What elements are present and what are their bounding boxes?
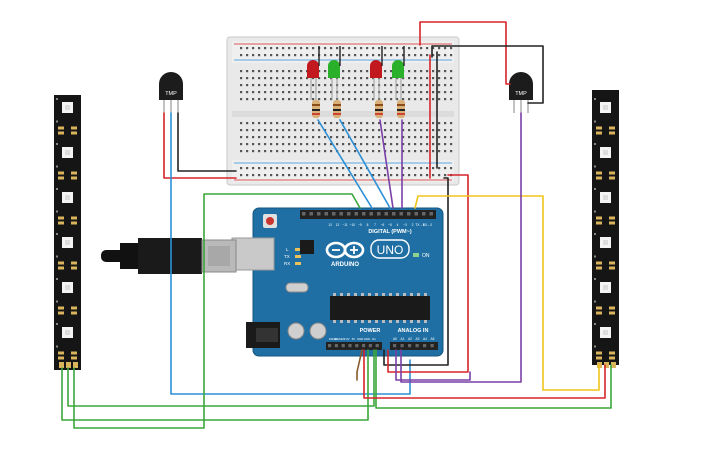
board-model-label: UNO (377, 243, 404, 257)
wire-purple-analog (395, 349, 471, 381)
led-strip-right (592, 90, 619, 368)
digital-header-label: DIGITAL (PWM~) (368, 229, 412, 235)
analog-pin-label: A1 (401, 337, 405, 341)
wire-blue-led1 (317, 119, 373, 209)
analog-pin-label: A0 (393, 337, 397, 341)
wire-red-left-sensor (163, 112, 237, 179)
wire-red-right (387, 174, 469, 373)
red-led (370, 60, 382, 78)
analog-header-label: ANALOG IN (398, 328, 429, 334)
digital-pin-label: 12 (336, 223, 340, 227)
power-pin-label: 5V (352, 337, 356, 341)
breadboard (226, 36, 460, 186)
power-led (413, 253, 419, 257)
analog-pin-label: A3 (416, 337, 420, 341)
digital-pin-label: ~5 (388, 223, 392, 227)
wire-black-left-sensor (177, 112, 237, 172)
tx-led-label: TX (284, 254, 290, 259)
power-pin-label: 3.3V (344, 337, 350, 341)
wire-yellow (414, 195, 600, 391)
digital-pin-label: ~6 (381, 223, 385, 227)
wire-red-strip-right (363, 349, 606, 399)
power-pin-label: GND (357, 337, 363, 341)
rx-led-label: RX (284, 261, 290, 266)
digital-pin-label: 8 (367, 223, 369, 227)
red-led (307, 60, 319, 78)
wire-blue-left-sensor (170, 112, 411, 395)
temp-sensor-right: TMP (509, 72, 533, 113)
power-pin-label: IOREF (329, 337, 338, 341)
wire-red-top (419, 21, 511, 85)
led-group (307, 46, 405, 118)
wire-purple-led3 (379, 119, 394, 209)
power-pin-label: RESET (335, 337, 345, 341)
arduino-logo (325, 241, 365, 259)
microcontroller-chip (330, 296, 430, 320)
green-led (328, 60, 340, 78)
digital-pin-label: 4 (397, 223, 399, 227)
analog-pin-label: A4 (423, 337, 427, 341)
digital-pin-label: 7 (374, 223, 376, 227)
analog-pin-label: A5 (431, 337, 435, 341)
analog-pin-label: A2 (408, 337, 412, 341)
usb-cable (101, 238, 237, 274)
brand-label: ARDUINO (331, 262, 359, 268)
digital-pin-label: ~10 (350, 223, 356, 227)
wire-black-right (383, 177, 449, 366)
wire-purple-right-sensor (400, 112, 522, 383)
wire-green-strip-right (375, 349, 612, 409)
digital-pin-label: RX←0 (423, 223, 433, 227)
led-strip-left (54, 95, 81, 370)
wire-green-mid (61, 349, 369, 421)
power-pin-label: Vin (372, 337, 376, 341)
reset-button-cap[interactable] (266, 217, 274, 225)
wire-brown (356, 349, 363, 381)
crystal (285, 282, 309, 293)
usb-chip (300, 240, 314, 254)
digital-pin-label: ~11 (342, 223, 347, 227)
wire-black-top (431, 45, 544, 104)
temp-sensor-left-label: TMP (165, 91, 177, 97)
power-header-label: POWER (360, 328, 381, 334)
l-led-label: L (286, 247, 289, 252)
temp-sensor-right-label: TMP (515, 91, 527, 97)
wire-green-right (67, 349, 375, 407)
capacitor-2 (309, 322, 327, 340)
temp-sensor-left: TMP (159, 72, 183, 113)
wire-blue-led2 (339, 119, 391, 209)
wire-green-top (73, 193, 361, 429)
digital-pin-label: TX→1 (415, 223, 424, 227)
power-pin-label: GND (364, 337, 370, 341)
digital-pin-label: ~9 (358, 223, 362, 227)
digital-pin-label: 13 (328, 223, 332, 227)
capacitor-1 (287, 322, 305, 340)
green-led (392, 60, 404, 78)
usb-socket (231, 237, 275, 271)
digital-pin-label: ~3 (403, 223, 407, 227)
on-label: ON (422, 253, 430, 259)
digital-pin-label: 2 (412, 223, 414, 227)
